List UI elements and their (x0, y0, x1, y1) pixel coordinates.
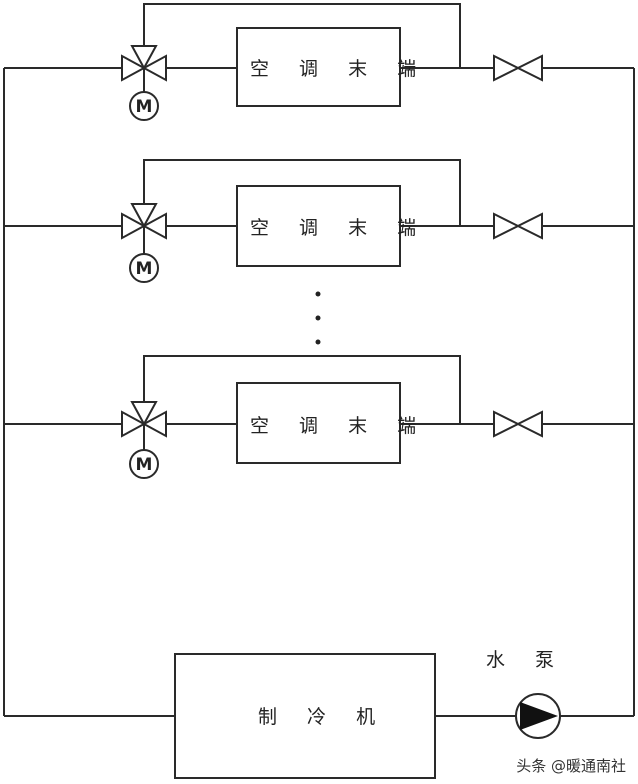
valve-motor-icon (129, 91, 159, 121)
terminal-unit-1: 空 调 末 端 M (4, 3, 634, 121)
valve-motor-icon (129, 449, 159, 479)
unit-3-label: 空 调 末 端 (250, 415, 428, 437)
chiller-label: 制 冷 机 (258, 706, 387, 728)
unit-3-bypass-pipe (143, 355, 461, 424)
terminal-unit-2: 空 调 末 端 M (4, 159, 634, 283)
unit-2-bypass-pipe (143, 159, 461, 226)
more-units-ellipsis (315, 291, 321, 345)
unit-2-label: 空 调 末 端 (250, 217, 428, 239)
terminal-unit-3: 空 调 末 端 M (4, 355, 634, 479)
valve-motor-icon (129, 253, 159, 283)
unit-2-box (236, 185, 401, 267)
unit-3-box (236, 382, 401, 464)
gate-valve-icon (493, 212, 543, 240)
unit-1-box (236, 27, 401, 107)
gate-valve-icon (493, 410, 543, 438)
three-way-valve-icon (121, 401, 167, 450)
motor-label: M (136, 455, 153, 475)
three-way-valve-icon (121, 203, 167, 254)
water-pump-icon (515, 693, 561, 739)
chiller-box (174, 653, 436, 779)
three-way-valve-icon (121, 45, 167, 92)
pump-label: 水 泵 (486, 649, 566, 671)
motor-label: M (136, 259, 153, 279)
unit-1-bypass-pipe (143, 3, 461, 68)
unit-1-label: 空 调 末 端 (250, 58, 428, 80)
motor-label: M (136, 97, 153, 117)
gate-valve-icon (493, 54, 543, 82)
watermark: 头条 @暖通南社 (514, 755, 628, 776)
